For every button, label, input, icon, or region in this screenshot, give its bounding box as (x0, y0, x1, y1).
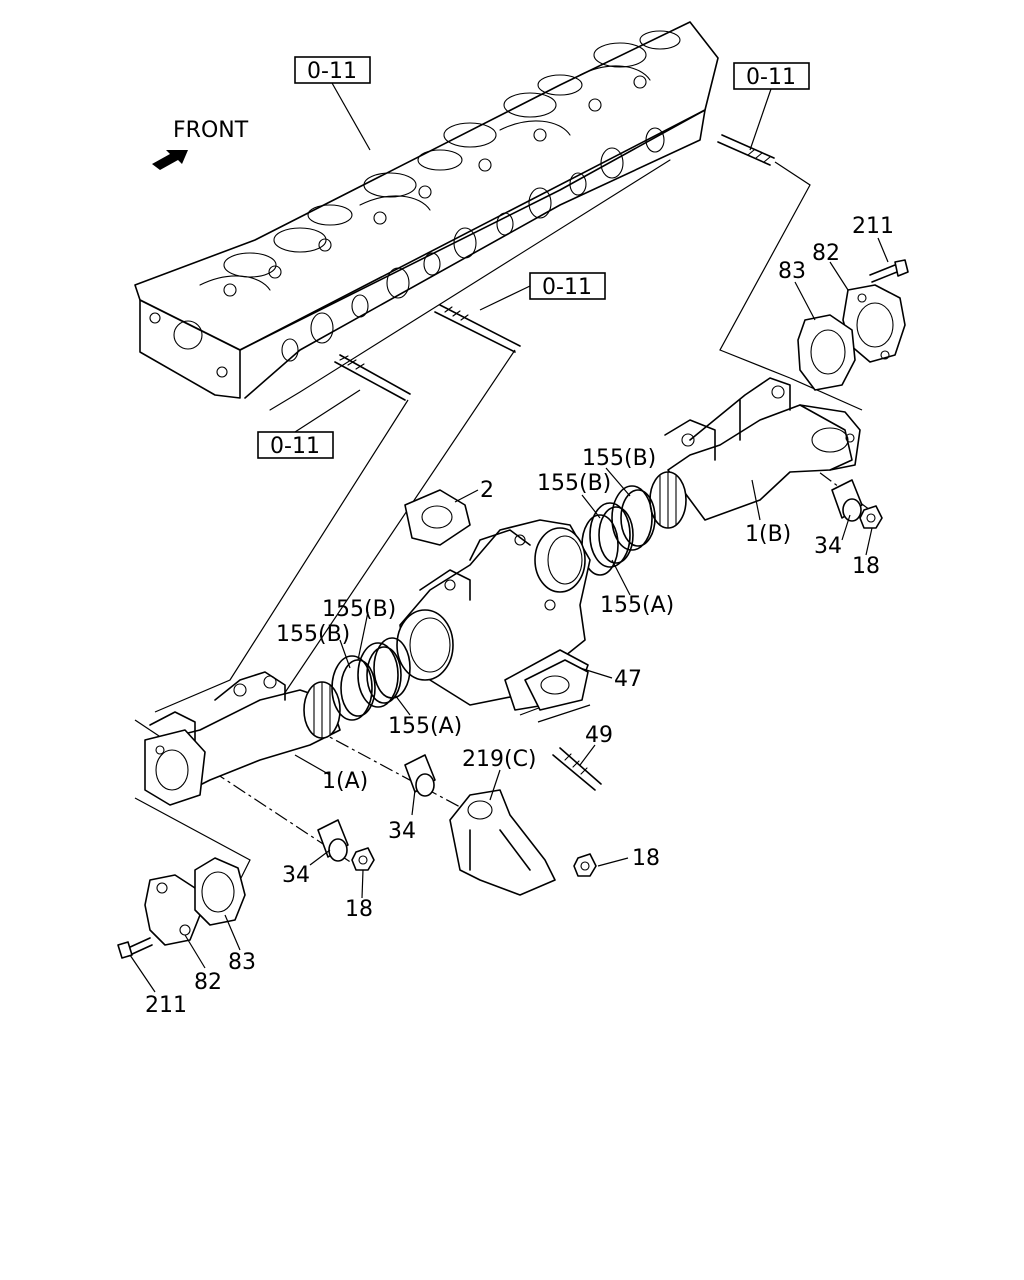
callout-34-mid: 34 (388, 819, 416, 844)
callout-211-top: 211 (852, 214, 894, 239)
callout-155b-left-1: 155(B) (322, 597, 396, 622)
ref-label: 0-11 (542, 275, 592, 300)
flange-82-bottom (144, 874, 201, 946)
exhaust-pipe-1a (144, 671, 341, 806)
spacer-34-left (317, 819, 349, 862)
seal-rings-right (581, 485, 656, 576)
callout-82-bottom: 82 (194, 970, 222, 995)
ref-label: 0-11 (746, 65, 796, 90)
ref-box-top: 0-11 (294, 56, 371, 151)
spacer-34-right (831, 479, 863, 522)
nut-18-left (351, 847, 375, 871)
ref-box-middle: 0-11 (479, 272, 606, 311)
callout-49: 49 (585, 723, 613, 748)
callout-155a-right: 155(A) (600, 593, 674, 618)
callout-83-bottom: 83 (228, 950, 256, 975)
callout-18-left: 18 (345, 897, 373, 922)
bolt-211-top (869, 259, 909, 283)
callout-155a-left: 155(A) (388, 714, 462, 739)
callout-34-right: 34 (814, 534, 842, 559)
callout-155b-right-1: 155(B) (582, 446, 656, 471)
callout-83-top: 83 (778, 259, 806, 284)
callout-labels: 211 82 83 155(B) 155(B) 155(A) 2 1(B) 34… (145, 214, 894, 1018)
ref-box-top-right: 0-11 (733, 62, 810, 151)
gasket-83-bottom (194, 857, 246, 926)
callout-155b-right-2: 155(B) (537, 471, 611, 496)
gasket-2 (404, 489, 471, 546)
studs (334, 134, 775, 401)
callout-219c: 219(C) (462, 747, 537, 772)
callout-18-right: 18 (852, 554, 880, 579)
callout-211-bottom: 211 (145, 993, 187, 1018)
head-deck-details (199, 30, 681, 297)
spacer-34-mid (404, 754, 436, 797)
bolt-211-bottom (117, 937, 153, 959)
head-exhaust-ports (281, 127, 665, 362)
cylinder-head (134, 21, 719, 411)
callout-1b: 1(B) (745, 522, 791, 547)
ref-label: 0-11 (270, 434, 320, 459)
gasket-83-top (797, 314, 856, 391)
front-label: FRONT (173, 118, 249, 143)
front-direction-indicator: FRONT (152, 118, 249, 170)
callout-155b-left-2: 155(B) (276, 622, 350, 647)
assembly-lines (134, 161, 871, 881)
callout-34-left: 34 (282, 863, 310, 888)
callout-18-mid: 18 (632, 846, 660, 871)
nut-18-mid (573, 853, 597, 877)
callout-1a: 1(A) (322, 769, 368, 794)
nut-18-right (859, 505, 883, 529)
stud-49 (552, 747, 602, 791)
callout-leaders (129, 237, 889, 993)
front-arrow-icon (152, 150, 188, 170)
ref-box-left: 0-11 (257, 389, 361, 459)
bracket-219c (449, 789, 556, 896)
seal-rings-left (331, 637, 411, 721)
ref-label: 0-11 (307, 59, 357, 84)
callout-82-top: 82 (812, 241, 840, 266)
gasket-47 (524, 659, 589, 711)
exhaust-pipe-1b (649, 377, 861, 529)
callout-2: 2 (480, 478, 494, 503)
callout-47: 47 (614, 667, 642, 692)
